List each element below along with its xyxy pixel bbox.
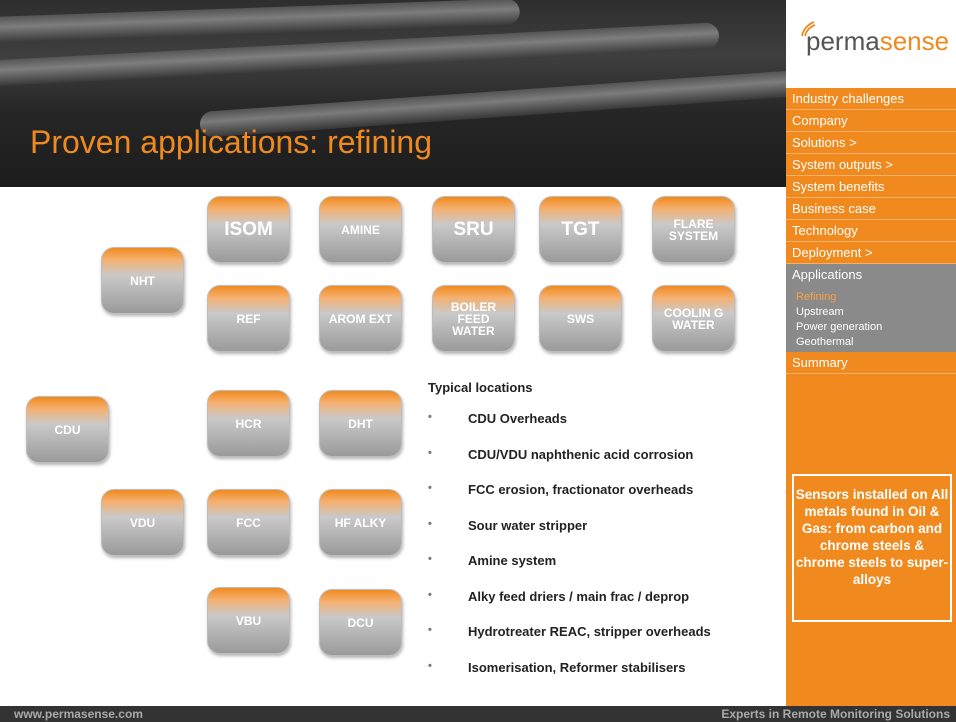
applications-subnav: Refining Upstream Power generation Geoth… bbox=[786, 286, 956, 352]
footer-url[interactable]: www.permasense.com bbox=[14, 707, 143, 721]
logo-text-main: perma bbox=[806, 26, 880, 56]
logo-area: permasense bbox=[786, 0, 956, 88]
nav-item-industry-challenges[interactable]: Industry challenges bbox=[786, 88, 956, 110]
list-item: •FCC erosion, fractionator overheads bbox=[428, 482, 694, 497]
list-item: •Hydrotreater REAC, stripper overheads bbox=[428, 624, 711, 639]
nav-item-company[interactable]: Company bbox=[786, 110, 956, 132]
locations-heading: Typical locations bbox=[428, 380, 533, 395]
footer: www.permasense.com Experts in Remote Mon… bbox=[0, 706, 956, 722]
list-item: •CDU Overheads bbox=[428, 411, 567, 426]
unit-fcc[interactable]: FCC bbox=[207, 489, 290, 556]
bullet-icon: • bbox=[428, 446, 432, 459]
unit-vdu[interactable]: VDU bbox=[101, 489, 184, 556]
unit-sru[interactable]: SRU bbox=[432, 196, 515, 263]
unit-tgt[interactable]: TGT bbox=[539, 196, 622, 263]
bullet-icon: • bbox=[428, 553, 432, 565]
unit-hcr[interactable]: HCR bbox=[207, 390, 290, 457]
nav-item-technology[interactable]: Technology bbox=[786, 220, 956, 242]
slide-title: Proven applications: refining bbox=[30, 124, 433, 160]
bullet-icon: • bbox=[428, 624, 432, 636]
unit-amine[interactable]: AMINE bbox=[319, 196, 402, 263]
nav-item-deployment[interactable]: Deployment > bbox=[786, 242, 956, 264]
list-item: •CDU/VDU naphthenic acid corrosion bbox=[428, 446, 694, 462]
permasense-logo[interactable]: permasense bbox=[801, 21, 950, 57]
header-banner: Proven applications: refining bbox=[0, 0, 786, 187]
unit-ref[interactable]: REF bbox=[207, 285, 290, 352]
nav-item-solutions[interactable]: Solutions > bbox=[786, 132, 956, 154]
unit-hf-alky[interactable]: HF ALKY bbox=[319, 489, 402, 556]
logo-mark-icon bbox=[801, 21, 816, 37]
subnav-item-refining[interactable]: Refining bbox=[796, 291, 837, 303]
unit-isom[interactable]: ISOM bbox=[207, 196, 290, 263]
nav-item-business-case[interactable]: Business case bbox=[786, 198, 956, 220]
sensors-callout: Sensors installed on All metals found in… bbox=[792, 474, 952, 622]
bullet-icon: • bbox=[428, 411, 432, 423]
bullet-icon: • bbox=[428, 659, 432, 672]
unit-arom-ext[interactable]: AROM EXT bbox=[319, 285, 402, 352]
nav-menu: Industry challenges Company Solutions > … bbox=[786, 88, 956, 374]
list-item: •Amine system bbox=[428, 553, 557, 568]
unit-nht[interactable]: NHT bbox=[101, 247, 184, 314]
list-item: •Sour water stripper bbox=[428, 517, 588, 533]
unit-cooling-water[interactable]: COOLIN G WATER bbox=[652, 285, 735, 352]
subnav-item-geothermal[interactable]: Geothermal bbox=[796, 336, 854, 348]
sidebar: permasense Industry challenges Company S… bbox=[786, 0, 956, 722]
nav-item-applications[interactable]: Applications bbox=[786, 264, 956, 286]
unit-sws[interactable]: SWS bbox=[539, 285, 622, 352]
nav-item-system-outputs[interactable]: System outputs > bbox=[786, 154, 956, 176]
list-item: •Isomerisation, Reformer stabilisers bbox=[428, 659, 686, 675]
unit-dht[interactable]: DHT bbox=[319, 390, 402, 457]
subnav-item-power-generation[interactable]: Power generation bbox=[796, 321, 883, 333]
bullet-icon: • bbox=[428, 588, 432, 601]
footer-tagline: Experts in Remote Monitoring Solutions bbox=[721, 707, 950, 721]
unit-boiler-feed-water[interactable]: BOILER FEED WATER bbox=[432, 285, 515, 352]
nav-item-summary[interactable]: Summary bbox=[786, 352, 956, 374]
logo-text-accent: sense bbox=[879, 26, 950, 56]
list-item: •Alky feed driers / main frac / deprop bbox=[428, 588, 690, 604]
unit-cdu[interactable]: CDU bbox=[26, 396, 109, 463]
unit-flare-system[interactable]: FLARE SYSTEM bbox=[652, 196, 735, 263]
unit-vbu[interactable]: VBU bbox=[207, 587, 290, 654]
bullet-icon: • bbox=[428, 517, 432, 530]
nav-item-system-benefits[interactable]: System benefits bbox=[786, 176, 956, 198]
typical-locations: Typical locations •CDU Overheads •CDU/VD… bbox=[428, 380, 758, 695]
unit-dcu[interactable]: DCU bbox=[319, 589, 402, 656]
subnav-item-upstream[interactable]: Upstream bbox=[796, 306, 844, 318]
bullet-icon: • bbox=[428, 482, 432, 494]
